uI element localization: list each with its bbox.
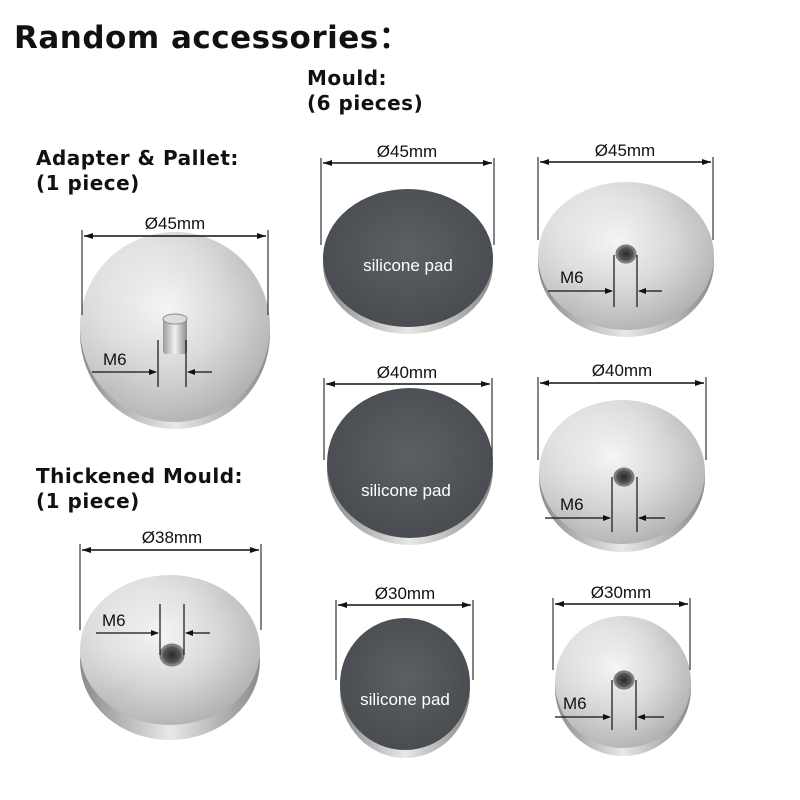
thickened-heading-line2: (1 piece) <box>36 489 140 513</box>
pad30-diameter-dimension: Ø30mm <box>335 584 474 680</box>
adapter-section-heading: Adapter & Pallet: (1 piece) <box>36 146 239 196</box>
thickened-thread-dimension: M6 <box>96 604 210 655</box>
silicone-pad-30mm: silicone pad Ø30mm <box>335 584 474 758</box>
metal40-thread-dimension: M6 <box>545 477 665 532</box>
pad45-label: silicone pad <box>363 256 453 275</box>
pad40-face <box>327 388 493 538</box>
metal40-diameter-label: Ø40mm <box>592 361 652 380</box>
pad30-label: silicone pad <box>360 690 450 709</box>
adapter-threaded-pin <box>163 318 187 354</box>
metal40-thread-label: M6 <box>560 495 584 514</box>
pad40-label: silicone pad <box>361 481 451 500</box>
thickened-mould-part: Ø38mm M6 <box>79 528 262 740</box>
thickened-thread-label: M6 <box>102 611 126 630</box>
adapter-pallet-part: Ø45mm M6 <box>80 214 270 429</box>
metal45-diameter-label: Ø45mm <box>595 141 655 160</box>
pad45-diameter-label: Ø45mm <box>377 142 437 161</box>
pad40-diameter-label: Ø40mm <box>377 363 437 382</box>
silicone-pad-40mm: silicone pad Ø40mm <box>323 363 493 545</box>
pad30-face <box>340 618 470 750</box>
adapter-heading-line1: Adapter & Pallet: <box>36 146 239 170</box>
metal45-thread-dimension: M6 <box>548 255 662 307</box>
mould-section-heading: Mould: (6 pieces) <box>307 66 423 116</box>
metal30-diameter-label: Ø30mm <box>591 583 651 602</box>
thickened-heading-line1: Thickened Mould: <box>36 464 244 488</box>
metal40-threaded-hole <box>613 467 635 487</box>
mould-heading-line1: Mould: <box>307 66 388 90</box>
metal45-thread-label: M6 <box>560 268 584 287</box>
adapter-pin-top <box>162 313 188 325</box>
metal40-diameter-dimension: Ø40mm <box>537 361 707 460</box>
pad40-diameter-dimension: Ø40mm <box>323 363 493 460</box>
metal30-threaded-hole <box>613 670 635 690</box>
pad45-face <box>323 189 493 327</box>
metal-mould-40mm: Ø40mm M6 <box>537 361 707 552</box>
metal45-diameter-dimension: Ø45mm <box>537 141 714 240</box>
silicone-pad-45mm: silicone pad Ø45mm <box>320 142 495 334</box>
adapter-diameter-dimension: Ø45mm <box>81 214 269 315</box>
page-title: Random accessories： <box>14 20 411 56</box>
adapter-thread-dimension: M6 <box>92 340 212 387</box>
metal30-thread-label: M6 <box>563 694 587 713</box>
metal45-threaded-hole <box>615 244 637 264</box>
metal-mould-45mm: Ø45mm M6 <box>537 141 714 337</box>
pad45-diameter-dimension: Ø45mm <box>320 142 495 245</box>
adapter-thread-label: M6 <box>103 350 127 369</box>
pad30-diameter-label: Ø30mm <box>375 584 435 603</box>
metal-mould-30mm: Ø30mm M6 <box>552 583 691 756</box>
thickened-diameter-label: Ø38mm <box>142 528 202 547</box>
thickened-section-heading: Thickened Mould: (1 piece) <box>36 464 243 514</box>
thickened-threaded-hole <box>159 643 185 667</box>
thickened-diameter-dimension: Ø38mm <box>79 528 262 630</box>
mould-heading-line2: (6 pieces) <box>307 91 424 115</box>
metal30-diameter-dimension: Ø30mm <box>552 583 691 670</box>
adapter-heading-line2: (1 piece) <box>36 171 140 195</box>
adapter-diameter-label: Ø45mm <box>145 214 205 233</box>
metal30-thread-dimension: M6 <box>555 680 664 730</box>
